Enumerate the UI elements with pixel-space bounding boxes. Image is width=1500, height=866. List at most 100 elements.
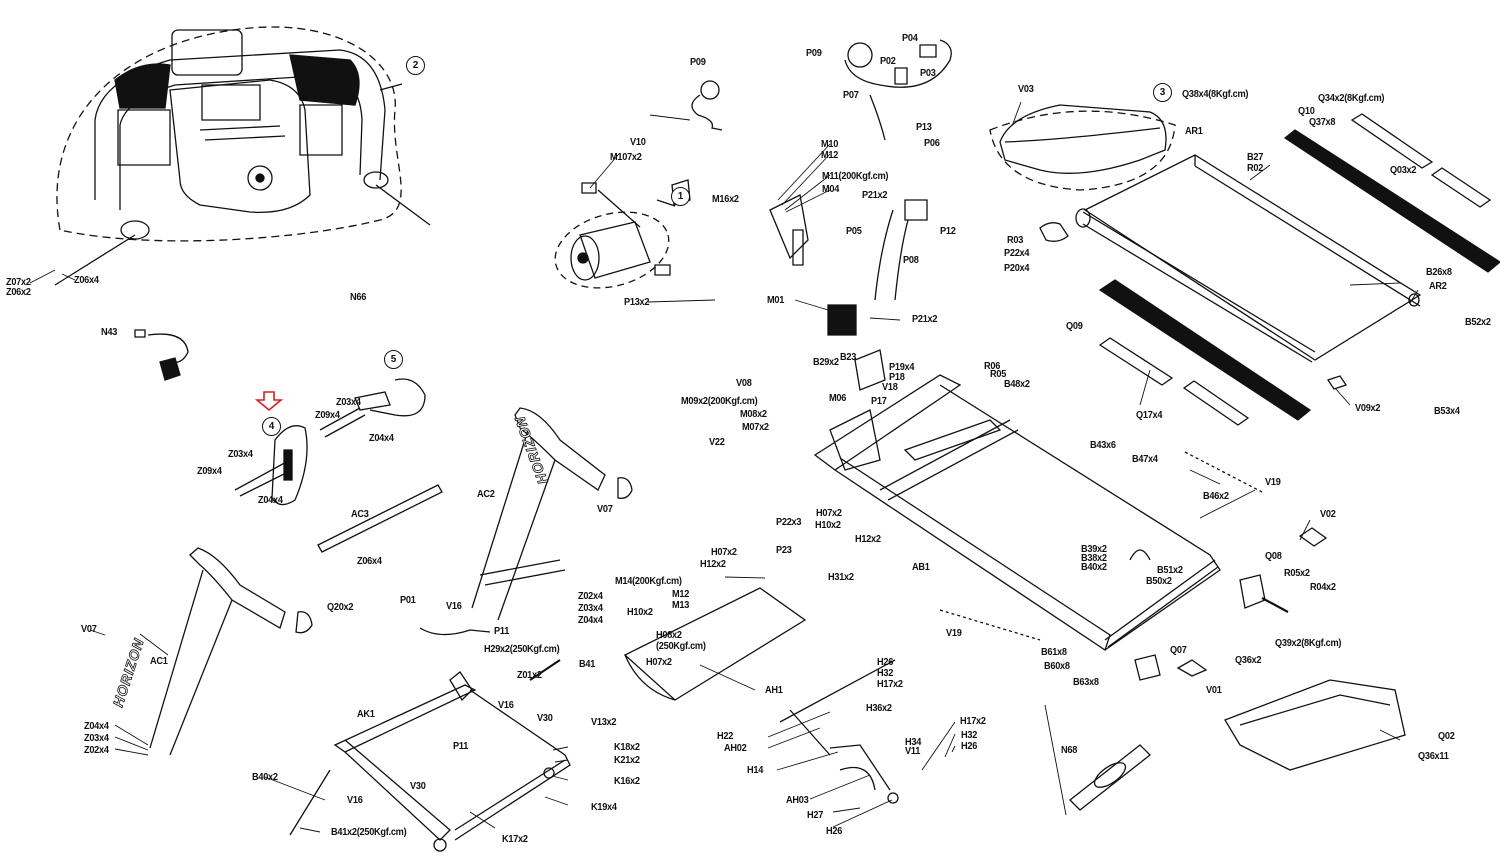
part-label: Q17x4 [1136, 410, 1163, 421]
base-frame [290, 660, 570, 851]
part-label: P11 [453, 741, 469, 752]
part-label: H07x2 [646, 657, 672, 668]
part-label: K21x2 [614, 755, 640, 766]
part-label: Z06x4 [357, 556, 382, 567]
part-label: H17x2 [960, 716, 986, 727]
part-label: H22 [717, 731, 734, 742]
part-label: M10 [821, 139, 839, 150]
part-label: R02 [1247, 163, 1264, 174]
part-label: R05x2 [1284, 568, 1310, 579]
part-label: V07 [597, 504, 613, 515]
part-label: Z06x4 [74, 275, 99, 286]
leader-lines [30, 102, 1418, 832]
part-label: H34 [905, 737, 922, 748]
part-label: B43x6 [1090, 440, 1116, 451]
part-label: P11 [494, 626, 510, 637]
part-label: Z04x4 [578, 615, 603, 626]
part-label: V09x2 [1355, 403, 1381, 414]
part-label: P18 [889, 372, 905, 383]
part-label: M11(200Kgf.cm) [822, 171, 889, 182]
part-label: K18x2 [614, 742, 640, 753]
brand-decal-left: HORIZON [110, 636, 147, 709]
console-assembly [55, 27, 430, 285]
part-label: Q34x2(8Kgf.cm) [1318, 93, 1385, 104]
part-label: K19x4 [591, 802, 617, 813]
part-label: V08 [736, 378, 752, 389]
part-label: P07 [843, 90, 859, 101]
part-label: H26 [826, 826, 843, 837]
part-label: V22 [709, 437, 725, 448]
part-label: B51x2 [1157, 565, 1183, 576]
controller-group [770, 40, 951, 335]
part-label: AH02 [724, 743, 747, 754]
part-label: V11 [905, 746, 921, 757]
part-label: B29x2 [813, 357, 839, 368]
part-label: M13 [672, 600, 690, 611]
deck-assembly [990, 105, 1500, 425]
part-label: H17x2 [877, 679, 903, 690]
part-label: H07x2 [711, 547, 737, 558]
part-label: H36x2 [866, 703, 892, 714]
part-label: M12 [672, 589, 690, 600]
part-label: B50x2 [1146, 576, 1172, 587]
part-label: V19 [946, 628, 962, 639]
part-label: Q39x2(8Kgf.cm) [1275, 638, 1342, 649]
part-label: M14(200Kgf.cm) [615, 576, 682, 587]
part-label: V02 [1320, 509, 1336, 520]
part-label: H14 [747, 765, 764, 776]
part-label: V10 [630, 137, 646, 148]
handle-controls [135, 330, 425, 505]
part-label: Q02 [1438, 731, 1455, 742]
part-label: M107x2 [610, 152, 642, 163]
part-label: AB1 [912, 562, 930, 573]
part-label: B41x2(250Kgf.cm) [331, 827, 407, 838]
part-label: P22x4 [1004, 248, 1030, 259]
part-label: P03 [920, 68, 936, 79]
part-label: M01 [767, 295, 785, 306]
part-label: H26 [961, 741, 978, 752]
incline-lift [625, 588, 898, 803]
part-label: B63x8 [1073, 677, 1099, 688]
part-label: Q08 [1265, 551, 1282, 562]
part-label: AC2 [477, 489, 495, 500]
part-label: B53x4 [1434, 406, 1460, 417]
part-label: P13x2 [624, 297, 650, 308]
part-label: AR2 [1429, 281, 1447, 292]
part-label: AR1 [1185, 126, 1203, 137]
part-label: B40x2 [252, 772, 278, 783]
part-label: P04 [902, 33, 918, 44]
part-label: B26x8 [1426, 267, 1452, 278]
part-label: B27 [1247, 152, 1264, 163]
motor-assembly [547, 81, 722, 300]
part-label: H27 [807, 810, 824, 821]
part-label: K17x2 [502, 834, 528, 845]
part-label: Q09 [1066, 321, 1083, 332]
part-label: P21x2 [912, 314, 938, 325]
part-label: H10x2 [627, 607, 653, 618]
part-label: V19 [1265, 477, 1281, 488]
part-label: M16x2 [712, 194, 739, 205]
uprights [150, 408, 632, 755]
part-label: V01 [1206, 685, 1222, 696]
part-label: B38x2 [1081, 553, 1107, 564]
part-label: P21x2 [862, 190, 888, 201]
part-label: P19x4 [889, 362, 915, 373]
part-label: P08 [903, 255, 919, 266]
part-label: H10x2 [815, 520, 841, 531]
part-label: Z06x2 [6, 287, 31, 298]
part-label: AC3 [351, 509, 369, 520]
part-label: K16x2 [614, 776, 640, 787]
part-label: Z03x4 [228, 449, 253, 460]
part-label: P05 [846, 226, 862, 237]
part-label: Q07 [1170, 645, 1187, 656]
part-label: AC1 [150, 656, 168, 667]
part-label: H31x2 [828, 572, 854, 583]
part-label: P20x4 [1004, 263, 1030, 274]
part-label: M12 [821, 150, 839, 161]
part-label: V18 [882, 382, 898, 393]
part-label: Z02x4 [84, 745, 109, 756]
callout-motor: 1 [671, 187, 690, 206]
part-label: M08x2 [740, 409, 767, 420]
highlight-arrow [257, 392, 281, 410]
